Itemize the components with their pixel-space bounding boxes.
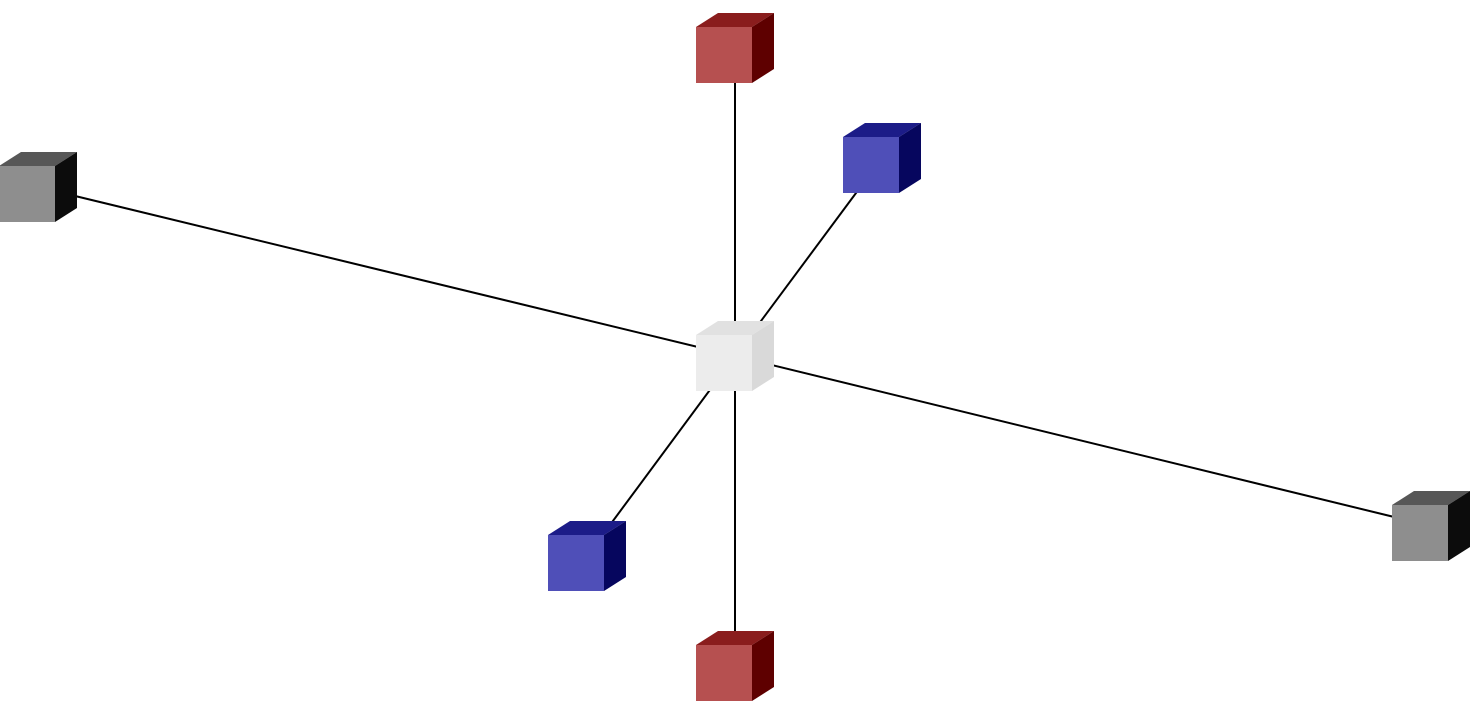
z-axis-negative-cube-front-face: [548, 535, 604, 591]
x-axis-positive-cube-top-face: [1392, 491, 1470, 505]
x-axis-negative-cube-side-face: [55, 152, 77, 222]
origin-cube-side-face: [752, 321, 774, 391]
y-axis-negative-cube: [696, 631, 774, 701]
x-axis-negative-line: [37, 186, 736, 357]
axis-cubes: [0, 13, 1470, 701]
y-axis-negative-cube-front-face: [696, 645, 752, 701]
y-axis-positive-cube: [696, 13, 774, 83]
x-axis-negative-cube: [0, 152, 77, 222]
z-axis-positive-cube-side-face: [899, 123, 921, 193]
z-axis-positive-cube: [843, 123, 921, 193]
x-axis-negative-cube-top-face: [0, 152, 77, 166]
z-axis-positive-cube-top-face: [843, 123, 921, 137]
x-axis-positive-cube: [1392, 491, 1470, 561]
origin-cube-front-face: [696, 335, 752, 391]
z-axis-negative-cube-side-face: [604, 521, 626, 591]
z-axis-negative-cube: [548, 521, 626, 591]
z-axis-positive-cube-front-face: [843, 137, 899, 193]
x-axis-positive-cube-front-face: [1392, 505, 1448, 561]
z-axis-negative-cube-top-face: [548, 521, 626, 535]
y-axis-negative-cube-top-face: [696, 631, 774, 645]
x-axis-negative-cube-front-face: [0, 166, 55, 222]
y-axis-positive-cube-top-face: [696, 13, 774, 27]
origin-cube-top-face: [696, 321, 774, 335]
origin-cube: [696, 321, 774, 391]
y-axis-positive-cube-front-face: [696, 27, 752, 83]
x-axis-positive-line: [734, 355, 1432, 527]
x-axis-positive-cube-side-face: [1448, 491, 1470, 561]
y-axis-negative-cube-side-face: [752, 631, 774, 701]
y-axis-positive-cube-side-face: [752, 13, 774, 83]
